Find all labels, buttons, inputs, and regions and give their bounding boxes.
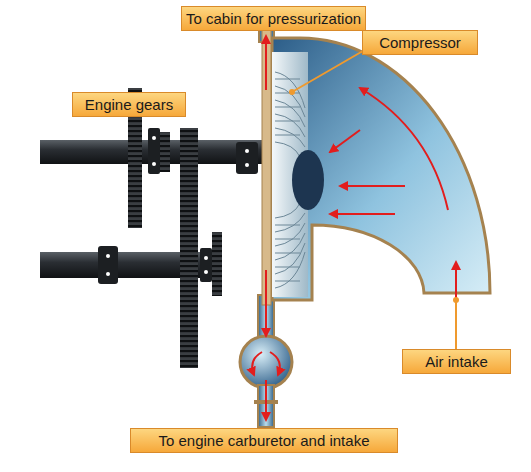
airflow-arrow — [360, 88, 448, 210]
callout-label: Engine gears — [85, 96, 173, 113]
bolt — [152, 136, 156, 140]
callout-box: Compressor — [362, 30, 478, 55]
bolt — [152, 162, 156, 166]
bearing-bolts — [106, 136, 249, 276]
bolt — [204, 256, 208, 260]
airflow-arrow — [270, 352, 280, 375]
impeller-hub — [292, 150, 324, 210]
small-gear — [212, 232, 222, 296]
bolt — [245, 149, 249, 153]
leader-line — [455, 300, 457, 349]
bearing-block — [200, 248, 212, 282]
callout-box: To engine carburetor and intake — [130, 428, 398, 453]
bolt — [106, 272, 110, 276]
airflow-arrow — [330, 130, 360, 152]
airflow-arrow — [265, 270, 267, 336]
airflow-arrow — [265, 36, 267, 90]
airflow-arrow — [265, 380, 267, 420]
small-gear — [160, 132, 170, 172]
bearing-block — [148, 128, 160, 174]
leader-dot — [453, 297, 459, 303]
bolt — [106, 254, 110, 258]
callout-label: Air intake — [425, 353, 488, 370]
bearing-block — [98, 246, 118, 284]
housing-plate — [262, 30, 271, 305]
bolt — [245, 163, 249, 167]
airflow-arrow — [340, 185, 405, 187]
airflow-arrow — [330, 213, 395, 215]
intake-duct — [272, 38, 490, 300]
tall-gear — [180, 128, 198, 368]
bearing-block — [236, 142, 258, 174]
callout-box: Engine gears — [72, 92, 186, 117]
callout-box: Air intake — [402, 349, 511, 374]
callout-label: Compressor — [379, 34, 461, 51]
airflow-arrow — [252, 352, 262, 375]
leader-dot — [289, 89, 295, 95]
callout-label: To cabin for pressurization — [186, 10, 361, 27]
bolt — [204, 270, 208, 274]
callout-label: To engine carburetor and intake — [159, 432, 370, 449]
callout-box: To cabin for pressurization — [181, 6, 366, 31]
